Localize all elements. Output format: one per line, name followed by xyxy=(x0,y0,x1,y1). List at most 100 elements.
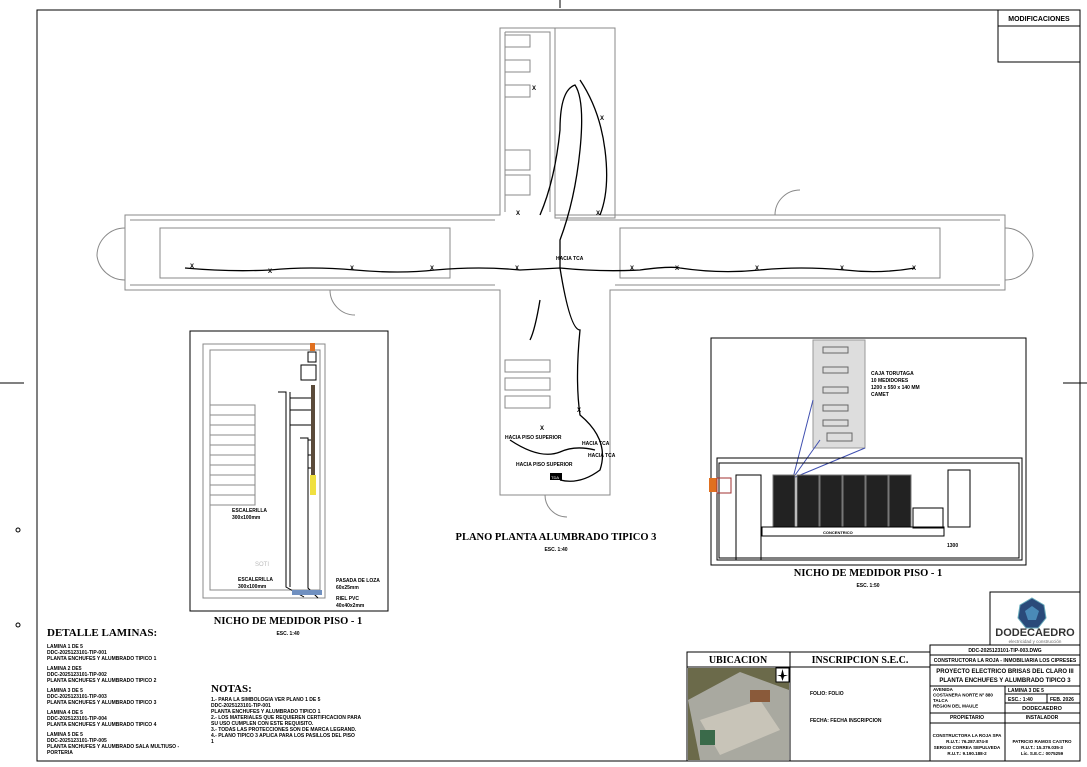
plan-label: HACIA PISO SUPERIOR xyxy=(505,435,562,441)
svg-text:X: X xyxy=(600,116,604,122)
niche-detail-right: CAJA TORUTAGA 10 MEDIDORES 1200 x 550 x … xyxy=(709,337,1027,566)
client: CONSTRUCTORA LA ROJA - INMOBILIARIA LOS … xyxy=(934,658,1077,664)
tda-label: TDA xyxy=(551,475,559,480)
drawing-label: 1.- PARA LA SIMBOLOGIA VER PLANO 1 DE 5 xyxy=(211,697,321,703)
drawing-label: CAMET xyxy=(871,392,889,398)
drawing-label: DDC-2025123101-TIP-005 xyxy=(47,738,107,744)
notes-title: NOTAS: xyxy=(211,683,252,695)
drawing-date: FEB. 2026 xyxy=(1050,697,1074,703)
svg-text:X: X xyxy=(532,86,536,92)
drawing-label: ESCALERILLA xyxy=(232,508,267,514)
svg-text:X: X xyxy=(190,264,194,270)
drawing-label: PLANTA ENCHUFES Y ALUMBRADO TIPICO 1 xyxy=(211,709,321,715)
location-title: UBICACION xyxy=(709,655,768,666)
drawing-label: R.U.T.: 9.190.188-2 xyxy=(947,751,987,756)
revisions-title: MODIFICACIONES xyxy=(1008,16,1070,23)
drawing-label: 3.- TODAS LAS PROTECCIONES SON DE MARCA … xyxy=(211,727,357,733)
drawing-label: DDC-2025123101-TIP-001 xyxy=(47,650,107,656)
plan-label: HACIA TCA xyxy=(588,453,616,459)
niche-right-scale: ESC. 1:50 xyxy=(856,583,879,589)
drawing-label: CONCENTRICO xyxy=(823,530,853,535)
niche-detail-left: ESCALERILLA 300x100mm ESCALERILLA 300x10… xyxy=(189,330,389,612)
drawing-label: 1 xyxy=(211,739,214,745)
drawing-label: SU USO CUMPLEN CON ESTE REQUISITO. xyxy=(211,721,314,727)
plan-label: HACIA PISO SUPERIOR xyxy=(516,462,573,468)
revisions-box: MODIFICACIONES xyxy=(997,9,1081,63)
svg-text:X: X xyxy=(630,266,634,272)
drawing-label: PLANTA ENCHUFES Y ALUMBRADO TIPICO 1 xyxy=(47,656,157,662)
drawing-label: 4.- PLANO TIPICO 3 APLICA PARA LOS PASIL… xyxy=(211,733,355,739)
drawing-label: R.U.T.: 76.287.874-8 xyxy=(946,739,988,744)
drawing-label: 40x40x2mm xyxy=(336,603,365,609)
drawing-label: DDC-2025123101-TIP-004 xyxy=(47,716,107,722)
company-logo: DODECAEDRO electricidad y construcción xyxy=(989,591,1081,646)
drawing-label: 60x25mm xyxy=(336,585,359,591)
title-block: UBICACION INSCRIPCION S.E.C. FOLIO: FOLI… xyxy=(686,644,1081,762)
niche-left-title: NICHO DE MEDIDOR PISO - 1 xyxy=(214,616,362,627)
drawing-label: PLANTA ENCHUFES Y ALUMBRADO TIPICO 4 xyxy=(47,722,157,728)
notes: NOTAS: 1.- PARA LA SIMBOLOGIA VER PLANO … xyxy=(211,683,361,745)
installer-label: INSTALADOR xyxy=(1026,715,1059,721)
sheet-list-title: DETALLE LAMINAS: xyxy=(47,627,157,639)
drawing-label: PLANTA ENCHUFES Y ALUMBRADO TIPICO 3 xyxy=(47,700,157,706)
drawing-label: PATRICIO RAMOS CASTRO xyxy=(1012,739,1072,744)
svg-text:X: X xyxy=(350,266,354,272)
svg-text:X: X xyxy=(430,266,434,272)
svg-text:X: X xyxy=(755,266,759,272)
plan-title: PLANO PLANTA ALUMBRADO TIPICO 3 xyxy=(456,532,657,543)
project-name: PROYECTO ELECTRICO BRISAS DEL CLARO III xyxy=(936,669,1074,675)
drawing-label: 1200 x 550 x 140 MM xyxy=(871,385,920,391)
drawing-label: 300x100mm xyxy=(238,584,267,590)
sheet-number: LAMINA 3 DE 5 xyxy=(1008,688,1044,694)
svg-text:HACIA TCA: HACIA TCA xyxy=(556,256,584,262)
niche-left-scale: ESC. 1:40 xyxy=(276,631,299,637)
svg-text:X: X xyxy=(516,211,520,217)
drawing-label: DDC-2025123101-TIP-001 xyxy=(211,703,271,709)
drawing-label: SERGIO CORREA SEPULVEDA xyxy=(934,745,1001,750)
drawing-scale: ESC.: 1:40 xyxy=(1008,697,1033,703)
dimension-label: 1300 xyxy=(947,543,958,549)
svg-text:DODECAEDRO: DODECAEDRO xyxy=(995,627,1075,639)
drawing-label: LAMINA 1 DE 5 xyxy=(47,644,83,650)
drawing-label: Lic. S.E.C.: 0075259 xyxy=(1021,751,1064,756)
drawing-label: LAMINA 3 DE 5 xyxy=(47,688,83,694)
drawing-label: DDC-2025123101-TIP-003 xyxy=(47,694,107,700)
owner-label: PROPIETARIO xyxy=(950,715,984,721)
drawing-label: LAMINA 4 DE 5 xyxy=(47,710,83,716)
drawing-label: CONSTRUCTORA LA ROJA SPA xyxy=(933,733,1003,738)
folio: FOLIO: FOLIO xyxy=(810,691,844,697)
drawing-label: PASADA DE LOZA xyxy=(336,578,380,584)
svg-text:X: X xyxy=(540,426,544,432)
location-map xyxy=(688,667,790,760)
sheet-list: DETALLE LAMINAS: LAMINA 1 DE 5DDC-202512… xyxy=(47,627,179,756)
plan-scale: ESC. 1:40 xyxy=(544,547,567,553)
drawing-label: COSTANERA NORTE Nº 880 xyxy=(933,693,993,698)
drawing-label: RIEL PVC xyxy=(336,596,359,602)
drawing-label: AVENIDA xyxy=(933,687,954,692)
drawing-label: SOTI xyxy=(255,562,269,568)
company-name: DODECAEDRO xyxy=(1022,706,1062,712)
drawing-label: LAMINA 2 DE5 xyxy=(47,666,82,672)
svg-text:electricidad y construcción: electricidad y construcción xyxy=(1009,639,1062,644)
svg-text:X: X xyxy=(840,266,844,272)
drawing-label: REGION DEL MAULE xyxy=(933,704,978,709)
niche-right-title: NICHO DE MEDIDOR PISO - 1 xyxy=(794,568,942,579)
drawing-label: PORTERIA xyxy=(47,750,73,756)
svg-text:X: X xyxy=(912,266,916,272)
sheet-border xyxy=(36,9,1081,762)
drawing-label: DDC-2025123101-TIP-002 xyxy=(47,672,107,678)
drawing-label: R.U.T.: 15.379.035-3 xyxy=(1021,745,1063,750)
file-name: DDC-2025123101-TIP-003.DWG xyxy=(968,648,1041,654)
plan-name: PLANTA ENCHUFES Y ALUMBRADO TIPICO 3 xyxy=(939,678,1071,684)
drawing-label: ESCALERILLA xyxy=(238,577,273,583)
drawing-label: CAJA TORUTAGA xyxy=(871,371,914,377)
drawing-label: PLANTA ENCHUFES Y ALUMBRADO SALA MULTIUS… xyxy=(47,744,179,750)
svg-text:X: X xyxy=(577,408,581,414)
drawing-label: TALCA xyxy=(933,698,949,703)
plan-label: HACIA TCA xyxy=(582,441,610,447)
svg-text:X: X xyxy=(596,211,600,217)
